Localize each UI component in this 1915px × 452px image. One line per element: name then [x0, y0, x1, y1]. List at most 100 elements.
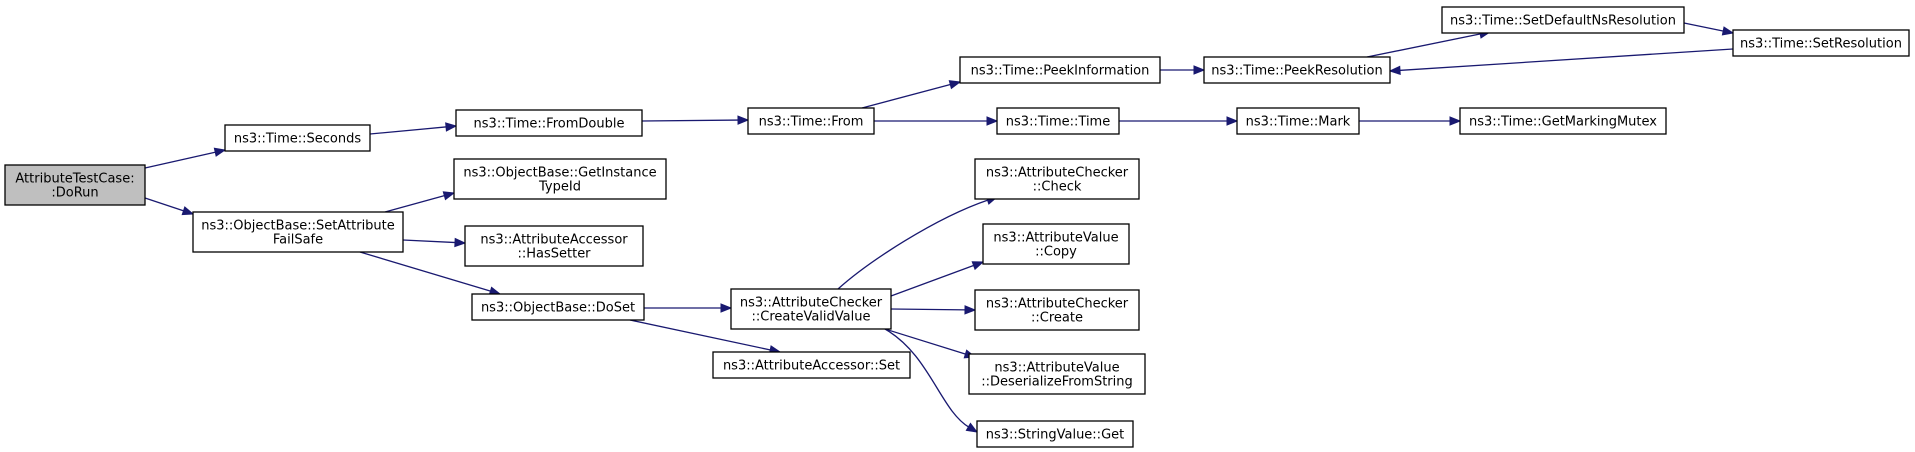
edge-line: [890, 308, 967, 311]
node-label: ::HasSetter: [517, 247, 591, 262]
edge-from-to-time: [874, 116, 999, 126]
node-label: ::Copy: [1035, 245, 1077, 260]
arrowhead-icon: [1449, 116, 1462, 126]
node-label: ns3::ObjectBase::SetAttribute: [201, 219, 395, 234]
edge-createvalid-to-check: [837, 195, 999, 290]
node-label: ns3::AttributeChecker: [740, 296, 883, 311]
node-box: [471, 293, 645, 321]
node-box: [464, 225, 644, 267]
node-box: [192, 211, 404, 253]
call-graph-edges: [144, 22, 1735, 433]
node-attributechecker-check[interactable]: ns3::AttributeChecker::Check: [974, 158, 1140, 200]
node-box: [455, 109, 643, 137]
node-attributevalue-copy[interactable]: ns3::AttributeValue::Copy: [982, 223, 1130, 265]
arrowhead-icon: [181, 206, 195, 216]
node-label: ns3::Time::Seconds: [234, 132, 361, 147]
node-box: [959, 56, 1161, 84]
node-label: ns3::Time::Mark: [1246, 115, 1351, 130]
arrowhead-icon: [454, 237, 467, 248]
node-box: [974, 289, 1140, 331]
edge-setres-to-peekres: [1388, 48, 1734, 76]
node-label: ns3::Time::PeekResolution: [1211, 64, 1382, 79]
edge-line: [144, 151, 217, 169]
edge-line: [629, 319, 772, 351]
edge-line: [1398, 48, 1734, 72]
node-label: ::CreateValidValue: [752, 310, 871, 325]
node-label: FailSafe: [273, 233, 323, 248]
node-time-peekresolution[interactable]: ns3::Time::PeekResolution: [1203, 56, 1391, 84]
node-attributevalue-deserializefromstring[interactable]: ns3::AttributeValue::DeserializeFromStri…: [968, 353, 1146, 395]
edge-createvalid-to-create: [890, 305, 977, 315]
node-time-fromdouble[interactable]: ns3::Time::FromDouble: [455, 109, 643, 137]
node-attributeaccessor-set[interactable]: ns3::AttributeAccessor::Set: [712, 351, 911, 379]
node-label: ns3::Time::GetMarkingMutex: [1469, 115, 1657, 130]
arrowhead-icon: [1721, 26, 1735, 36]
arrowhead-icon: [1193, 65, 1206, 75]
arrowhead-icon: [737, 115, 750, 125]
node-time-getmarkingmutex[interactable]: ns3::Time::GetMarkingMutex: [1459, 107, 1667, 135]
edge-line: [144, 197, 185, 212]
node-box: [224, 124, 371, 152]
edge-line: [861, 83, 952, 109]
node-label: ::Create: [1031, 311, 1083, 326]
node-label: ns3::Time::SetDefaultNsResolution: [1450, 14, 1676, 29]
node-label: ns3::Time::From: [759, 115, 864, 130]
edge-line: [402, 239, 457, 244]
edge-line: [1683, 22, 1725, 32]
edge-peekres-to-setdefault: [1366, 29, 1492, 58]
node-time-seconds[interactable]: ns3::Time::Seconds: [224, 124, 371, 152]
node-label: ::Check: [1033, 180, 1082, 195]
node-label: ::DeserializeFromString: [981, 375, 1133, 390]
edge-from-to-peekinfo: [861, 80, 962, 109]
node-label: ns3::Time::SetResolution: [1740, 37, 1902, 52]
node-attributeaccessor-hassetter[interactable]: ns3::AttributeAccessor::HasSetter: [464, 225, 644, 267]
node-label: AttributeTestCase:: [15, 172, 134, 187]
node-label: ns3::ObjectBase::GetInstance: [463, 166, 656, 181]
node-time-setresolution[interactable]: ns3::Time::SetResolution: [1732, 29, 1910, 57]
call-graph-nodes: AttributeTestCase::DoRun ns3::Time::Secon…: [4, 6, 1910, 448]
edge-line: [384, 194, 446, 213]
arrowhead-icon: [445, 122, 458, 132]
node-time-from[interactable]: ns3::Time::From: [747, 107, 875, 135]
node-attributechecker-create[interactable]: ns3::AttributeChecker::Create: [974, 289, 1140, 331]
arrowhead-icon: [213, 147, 227, 157]
node-box: [1441, 6, 1685, 34]
node-box: [712, 351, 911, 379]
node-box: [974, 158, 1140, 200]
edge-line: [837, 199, 989, 290]
node-time-peekinformation[interactable]: ns3::Time::PeekInformation: [959, 56, 1161, 84]
edge-mark-to-getmutex: [1359, 116, 1462, 126]
edge-setdefault-to-setres: [1683, 22, 1735, 36]
edge-line: [641, 119, 740, 122]
node-label: ns3::ObjectBase::DoSet: [481, 301, 635, 316]
edge-peekinfo-to-peekres: [1160, 65, 1206, 75]
node-attributechecker-createvalidvalue[interactable]: ns3::AttributeChecker::CreateValidValue: [730, 288, 892, 330]
node-box: [996, 107, 1120, 135]
arrowhead-icon: [964, 305, 977, 315]
edge-time-to-mark: [1119, 116, 1239, 126]
arrowhead-icon: [720, 303, 733, 313]
edge-line: [884, 328, 970, 428]
node-stringvalue-get[interactable]: ns3::StringValue::Get: [976, 420, 1134, 448]
edge-line: [884, 328, 967, 355]
node-label: ns3::AttributeChecker: [986, 166, 1129, 181]
edge-createvalid-to-strget: [884, 328, 979, 433]
node-label: ns3::AttributeValue: [993, 231, 1118, 246]
node-box: [982, 223, 1130, 265]
arrowhead-icon: [1226, 116, 1239, 126]
node-box: [976, 420, 1134, 448]
arrowhead-icon: [1388, 65, 1401, 76]
node-time-mark[interactable]: ns3::Time::Mark: [1236, 107, 1360, 135]
node-label: ns3::Time::PeekInformation: [971, 64, 1150, 79]
node-label: :DoRun: [51, 186, 98, 201]
node-attributetestcase-dorun[interactable]: AttributeTestCase::DoRun: [4, 164, 146, 206]
node-objectbase-doset[interactable]: ns3::ObjectBase::DoSet: [471, 293, 645, 321]
edge-line: [1366, 33, 1482, 58]
node-time-setdefaultnsresolution[interactable]: ns3::Time::SetDefaultNsResolution: [1441, 6, 1685, 34]
node-time-time[interactable]: ns3::Time::Time: [996, 107, 1120, 135]
node-box: [1459, 107, 1667, 135]
edge-doset-to-createvalid: [644, 303, 733, 313]
